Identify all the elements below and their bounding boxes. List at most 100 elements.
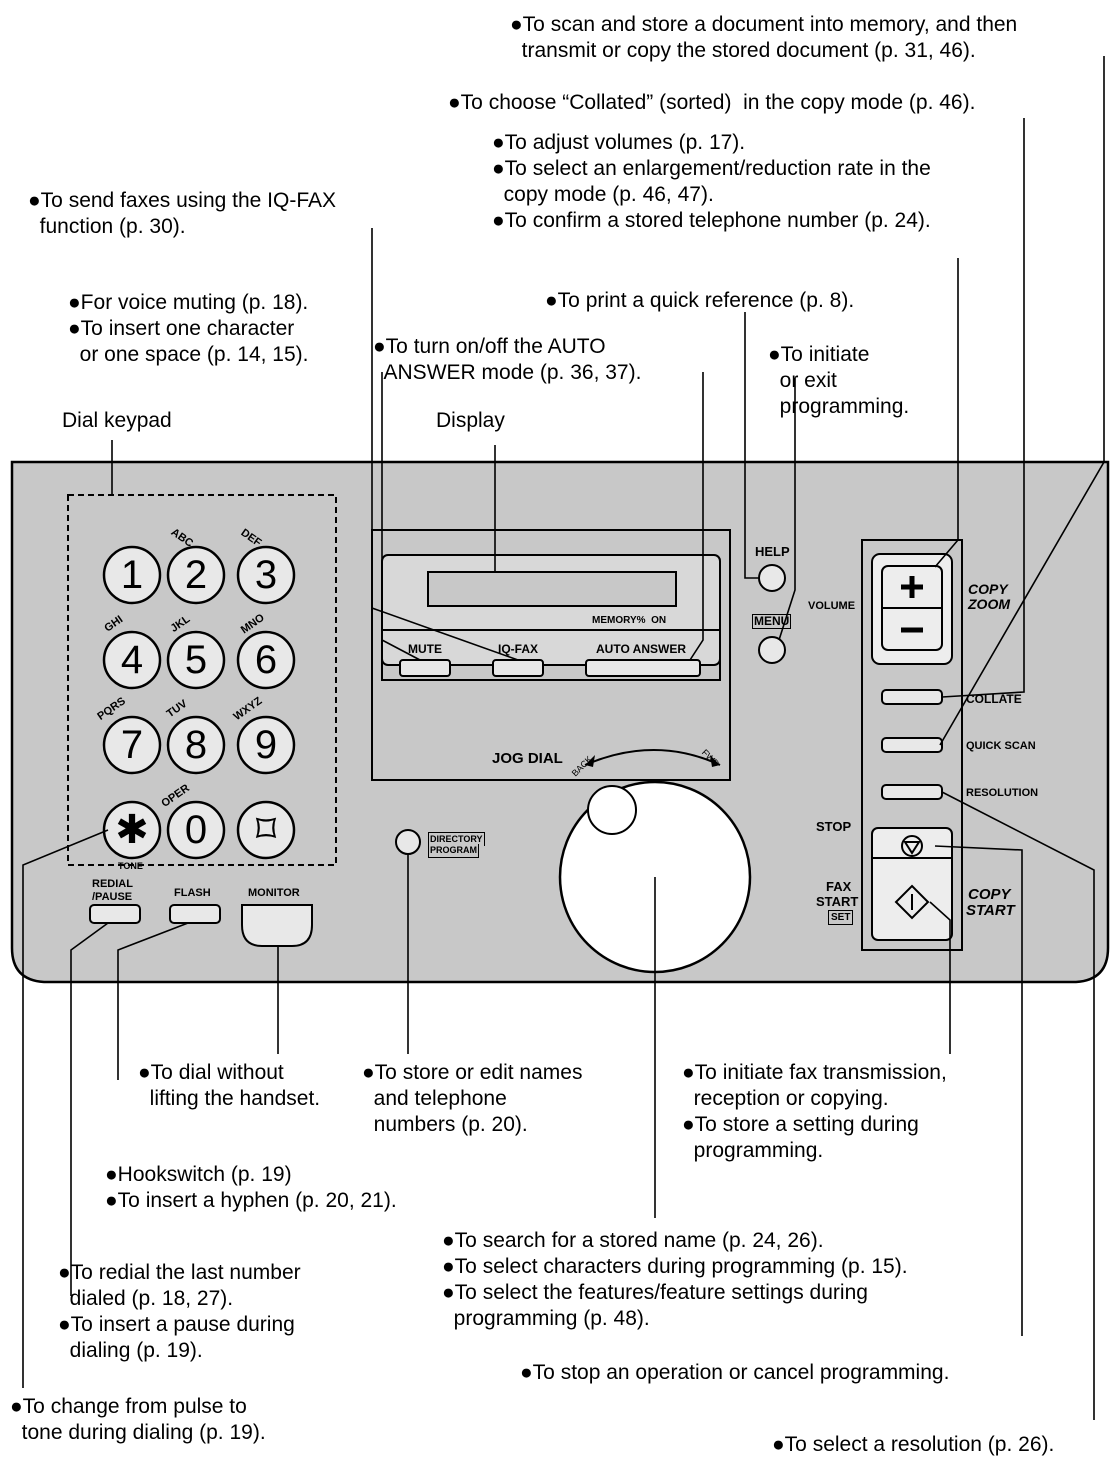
- leader-volumes: [934, 258, 959, 568]
- leader-redial: [70, 922, 109, 1296]
- key-1-circle: [102, 545, 162, 605]
- callout-scan-store: ●To scan and store a document into memor…: [510, 13, 1018, 62]
- collate-label: COLLATE: [966, 692, 1022, 706]
- callout-stop: ●To stop an operation or cancel programm…: [520, 1361, 950, 1384]
- key-7[interactable]: 7: [120, 723, 144, 767]
- fax-start-label-2: START: [816, 894, 859, 909]
- lcd-screen: [427, 571, 677, 607]
- menu-label: MENU: [752, 614, 792, 629]
- callout-jog: ●To search for a stored name (p. 24, 26)…: [442, 1229, 908, 1330]
- key-star-circle: [102, 800, 162, 860]
- keypad-frame: [67, 494, 337, 866]
- memory-on-label: MEMORY% ON: [592, 615, 667, 626]
- key-2-circle: [166, 545, 226, 605]
- menu-button: [758, 636, 786, 664]
- leader-fax-start: [929, 901, 951, 1054]
- key-4[interactable]: 4: [120, 638, 144, 682]
- key-8-circle: [166, 715, 226, 775]
- key-1[interactable]: 1: [120, 553, 144, 597]
- right-control-column: [861, 539, 963, 951]
- quick-scan-label: QUICK SCAN: [966, 740, 1036, 752]
- button-strip: [381, 629, 721, 681]
- stop-start-block: [871, 827, 953, 941]
- volume-label: VOLUME: [808, 600, 856, 612]
- display-panel-frame: [371, 529, 731, 781]
- stop-label: STOP: [816, 819, 852, 834]
- monitor-button: [241, 904, 313, 947]
- key-3[interactable]: 3: [254, 553, 278, 597]
- callout-flash: ●Hookswitch (p. 19) ●To insert a hyphen …: [105, 1163, 397, 1212]
- callout-monitor: ●To dial without lifting the handset.: [138, 1061, 321, 1110]
- leader-menu: [778, 378, 796, 641]
- key-8[interactable]: 8: [184, 723, 208, 767]
- callout-resolution: ●To select a resolution (p. 26).: [772, 1433, 1055, 1456]
- leader-resolution: [941, 791, 1095, 1420]
- directory-button: [395, 829, 421, 855]
- fax-start-label-1: FAX: [826, 879, 852, 894]
- flash-button: [169, 904, 221, 924]
- key-5[interactable]: 5: [184, 638, 208, 682]
- copy-start-label-2: START: [966, 902, 1015, 919]
- callout-collated: ●To choose “Collated” (sorted) in the co…: [448, 91, 976, 114]
- copy-zoom-label-1: COPY: [968, 581, 1008, 597]
- key-0[interactable]: 0: [184, 808, 208, 852]
- leader-scan-store: [939, 56, 1105, 746]
- auto-answer-label: AUTO ANSWER: [596, 642, 686, 656]
- key-6[interactable]: 6: [254, 638, 278, 682]
- leader-mute: [381, 372, 421, 661]
- display-label: Display: [436, 409, 505, 432]
- mute-label: MUTE: [408, 642, 442, 656]
- callout-volumes: ●To adjust volumes (p. 17). ●To select a…: [492, 131, 931, 232]
- quick-scan-button: [881, 737, 943, 753]
- monitor-label: MONITOR: [248, 887, 300, 899]
- callout-mute: ●For voice muting (p. 18). ●To insert on…: [68, 291, 309, 366]
- directory-label-1: DIRECTORY: [428, 832, 485, 846]
- start-symbol: [894, 884, 930, 920]
- key-hash-circle: [236, 800, 296, 860]
- jog-dial-label: JOG DIAL: [492, 750, 563, 767]
- callout-auto-answer: ●To turn on/off the AUTO ANSWER mode (p.…: [373, 335, 642, 384]
- key-2[interactable]: 2: [184, 553, 208, 597]
- key-9[interactable]: 9: [254, 723, 278, 767]
- redial-label-2: /PAUSE: [92, 891, 133, 903]
- leader-print-ref: [744, 312, 759, 579]
- auto-answer-button: [585, 659, 701, 677]
- resolution-label: RESOLUTION: [966, 787, 1039, 799]
- directory-label-2: PROGRAM: [428, 844, 479, 858]
- copy-zoom-label-2: ZOOM: [968, 596, 1010, 612]
- iqfax-button: [492, 659, 544, 677]
- callout-tone: ●To change from pulse to tone during dia…: [10, 1395, 266, 1444]
- tone-label: TONE: [118, 861, 143, 871]
- resolution-button: [881, 784, 943, 800]
- keypad-circles: [102, 545, 296, 860]
- leader-collated: [941, 118, 1025, 698]
- set-label: SET: [828, 910, 854, 925]
- copy-start-label-1: COPY: [968, 886, 1011, 903]
- key-star[interactable]: ✱: [115, 808, 149, 852]
- key-7-circle: [102, 715, 162, 775]
- redial-button: [89, 904, 141, 924]
- help-button: [758, 564, 786, 592]
- redial-label-1: REDIAL: [92, 878, 133, 890]
- callout-directory: ●To store or edit names and telephone nu…: [362, 1061, 583, 1136]
- key-3-circle: [236, 545, 296, 605]
- key-hash[interactable]: ⌑: [255, 808, 277, 852]
- leader-auto-answer: [689, 372, 704, 661]
- key-0-circle: [166, 800, 226, 860]
- callout-menu: ●To initiate or exit programming.: [768, 343, 910, 418]
- stop-symbol: [901, 835, 923, 857]
- iqfax-label: IQ-FAX: [498, 642, 539, 656]
- key-5-circle: [166, 630, 226, 690]
- leader-lines: [22, 56, 1105, 1420]
- leader-tone: [22, 829, 109, 1388]
- leader-iqfax: [371, 228, 519, 661]
- plus-icon: [901, 576, 923, 598]
- mute-button: [399, 659, 451, 677]
- jog-dial-knob: [587, 785, 637, 835]
- leader-flash: [117, 922, 189, 1080]
- help-label: HELP: [755, 544, 790, 559]
- callout-iqfax: ●To send faxes using the IQ-FAX function…: [28, 189, 337, 238]
- callout-print-ref: ●To print a quick reference (p. 8).: [545, 289, 855, 312]
